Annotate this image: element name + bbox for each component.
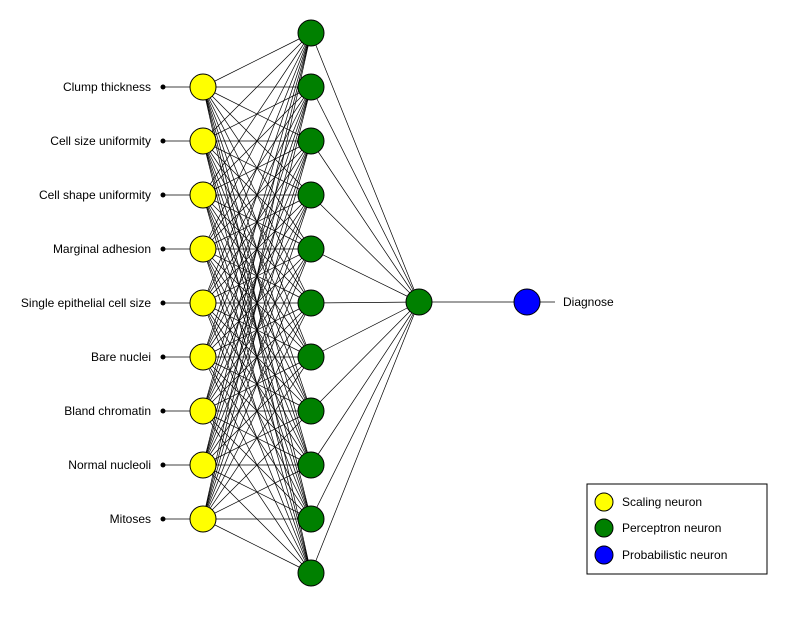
input-dot	[160, 192, 166, 198]
input-hidden-edge	[202, 32, 312, 304]
hidden-perceptron-neuron	[297, 289, 325, 317]
hidden-output-edge	[310, 248, 420, 303]
scaling-neuron	[189, 127, 217, 155]
legend-probabilistic-label: Probabilistic neuron	[622, 548, 727, 562]
hidden-output-edge	[310, 32, 420, 303]
hidden-perceptron-neuron	[297, 559, 325, 587]
hidden-perceptron-neuron	[297, 19, 325, 47]
input-label: Cell size uniformity	[50, 134, 151, 148]
hidden-perceptron-neuron	[297, 181, 325, 209]
hidden-output-edge	[310, 301, 420, 358]
input-dot	[160, 516, 166, 522]
hidden-output-edge	[310, 301, 420, 412]
legend-box	[586, 483, 768, 575]
input-label: Marginal adhesion	[53, 242, 151, 256]
input-label: Bare nuclei	[91, 350, 151, 364]
input-hidden-edge	[202, 32, 312, 142]
input-hidden-edge	[202, 194, 312, 520]
scaling-neuron	[189, 181, 217, 209]
input-hidden-edge	[202, 86, 312, 520]
input-label: Mitoses	[110, 512, 151, 526]
input-label: Single epithelial cell size	[21, 296, 151, 310]
input-label: Normal nucleoli	[68, 458, 151, 472]
input-dot	[160, 138, 166, 144]
probabilistic-neuron	[513, 288, 541, 316]
input-hidden-edge	[202, 32, 312, 412]
input-hidden-edge	[202, 32, 312, 196]
input-label: Cell shape uniformity	[39, 188, 151, 202]
output-perceptron-neuron	[405, 288, 433, 316]
scaling-neuron	[189, 451, 217, 479]
input-hidden-edge	[202, 140, 312, 520]
legend-scaling-swatch	[594, 492, 614, 512]
hidden-output-edge	[310, 301, 420, 574]
hidden-perceptron-neuron	[297, 235, 325, 263]
hidden-output-edge	[310, 194, 420, 303]
input-hidden-edge	[202, 410, 312, 520]
connections	[160, 32, 555, 574]
hidden-perceptron-neuron	[297, 451, 325, 479]
hidden-output-edge	[310, 140, 420, 303]
input-hidden-edge	[202, 32, 312, 250]
input-hidden-edge	[202, 32, 312, 88]
input-hidden-edge	[202, 464, 312, 520]
hidden-perceptron-neuron	[297, 505, 325, 533]
scaling-neuron	[189, 505, 217, 533]
hidden-perceptron-neuron	[297, 343, 325, 371]
input-dot	[160, 300, 166, 306]
input-hidden-edge	[202, 356, 312, 520]
input-hidden-edge	[202, 32, 312, 358]
hidden-perceptron-neuron	[297, 127, 325, 155]
input-dot	[160, 84, 166, 90]
scaling-neuron	[189, 73, 217, 101]
hidden-output-edge	[310, 301, 420, 520]
input-hidden-edge	[202, 518, 312, 574]
legend-probabilistic-swatch	[594, 545, 614, 565]
legend: Scaling neuron Perceptron neuron Probabi…	[586, 483, 768, 575]
input-dot	[160, 462, 166, 468]
input-label: Bland chromatin	[64, 404, 151, 418]
input-label: Clump thickness	[63, 80, 151, 94]
hidden-output-edge	[310, 301, 420, 466]
scaling-neuron	[189, 289, 217, 317]
neurons	[189, 19, 541, 587]
output-label: Diagnose	[563, 295, 614, 309]
legend-perceptron-label: Perceptron neuron	[622, 521, 721, 535]
scaling-neuron	[189, 235, 217, 263]
input-hidden-edge	[202, 32, 312, 466]
scaling-neuron	[189, 397, 217, 425]
legend-scaling-label: Scaling neuron	[622, 495, 702, 509]
input-dot	[160, 354, 166, 360]
hidden-perceptron-neuron	[297, 73, 325, 101]
hidden-output-edge	[310, 301, 420, 304]
hidden-output-edge	[310, 86, 420, 303]
hidden-perceptron-neuron	[297, 397, 325, 425]
scaling-neuron	[189, 343, 217, 371]
input-dot	[160, 408, 166, 414]
input-hidden-edge	[202, 32, 312, 520]
input-hidden-edge	[202, 248, 312, 520]
input-hidden-edge	[202, 302, 312, 520]
input-dot	[160, 246, 166, 252]
legend-perceptron-swatch	[594, 518, 614, 538]
